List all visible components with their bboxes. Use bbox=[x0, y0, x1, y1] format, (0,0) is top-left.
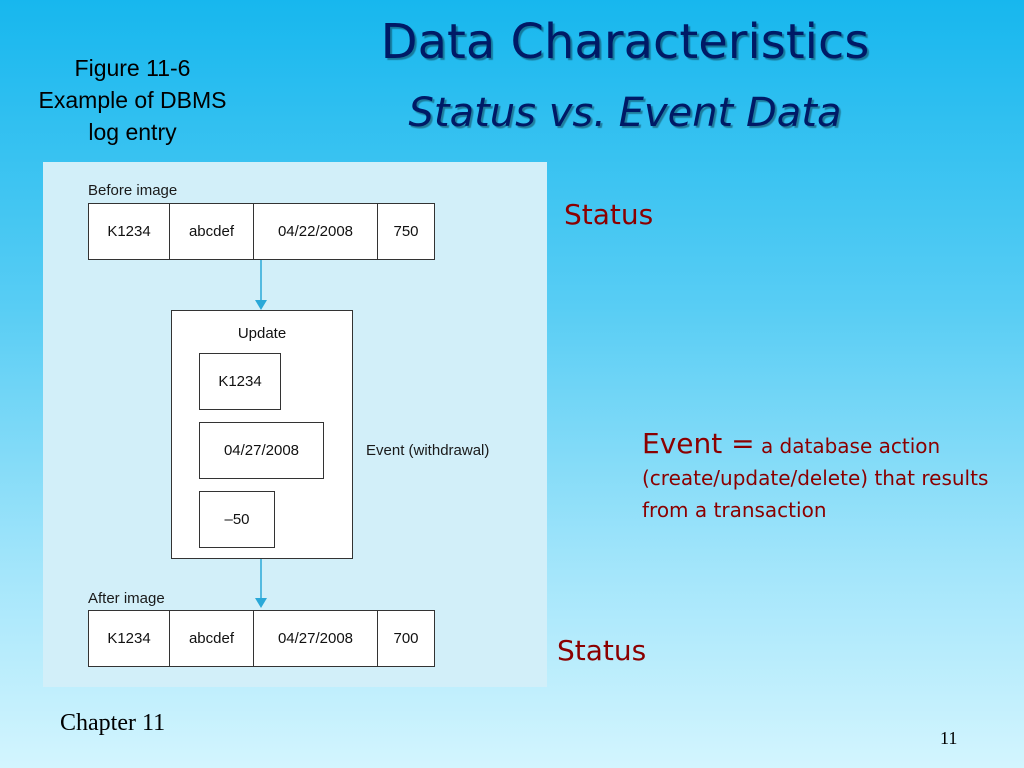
after-date-cell: 04/27/2008 bbox=[254, 611, 378, 666]
after-image-row: K1234 abcdef 04/27/2008 700 bbox=[88, 610, 435, 667]
before-image-label: Before image bbox=[88, 182, 178, 199]
before-image-row: K1234 abcdef 04/22/2008 750 bbox=[88, 203, 435, 260]
after-key-cell: K1234 bbox=[89, 611, 170, 666]
after-name-cell: abcdef bbox=[170, 611, 254, 666]
before-date-cell: 04/22/2008 bbox=[254, 204, 378, 259]
after-image-label: After image bbox=[88, 590, 165, 607]
update-date-box: 04/27/2008 bbox=[199, 422, 324, 479]
arrow-to-update-head bbox=[255, 300, 267, 310]
before-name-cell: abcdef bbox=[170, 204, 254, 259]
status-label-bottom: Status bbox=[557, 634, 647, 667]
update-key-box: K1234 bbox=[199, 353, 281, 410]
update-label: Update bbox=[237, 325, 287, 342]
event-definition: Event = a database action (create/update… bbox=[642, 428, 1012, 526]
event-withdrawal-label: Event (withdrawal) bbox=[366, 442, 490, 459]
update-amount-box: –50 bbox=[199, 491, 275, 548]
footer-chapter: Chapter 11 bbox=[60, 710, 166, 736]
event-definition-text: a database action (create/update/delete)… bbox=[642, 434, 989, 522]
slide-number: 11 bbox=[940, 728, 958, 748]
caption-line-2: Example of DBMS bbox=[38, 87, 227, 113]
before-balance-cell: 750 bbox=[393, 223, 419, 240]
caption-line-3: log entry bbox=[88, 119, 177, 145]
before-key-cell: K1234 bbox=[89, 204, 170, 259]
slide-subtitle: Status vs. Event Data bbox=[408, 90, 842, 136]
after-balance-cell: 700 bbox=[393, 630, 419, 647]
flow-arrows bbox=[255, 260, 267, 608]
event-term: Event = bbox=[642, 427, 755, 460]
slide-title: Data Characteristics bbox=[380, 14, 870, 70]
caption-line-1: Figure 11-6 bbox=[74, 55, 191, 81]
figure-caption: Figure 11-6 Example of DBMS log entry bbox=[0, 52, 265, 148]
log-entry-figure: Before image K1234 abcdef 04/22/2008 750… bbox=[43, 162, 547, 687]
update-box: Update K1234 04/27/2008 –50 bbox=[171, 310, 353, 559]
arrow-to-after-head bbox=[255, 598, 267, 608]
status-label-top: Status bbox=[564, 198, 654, 231]
